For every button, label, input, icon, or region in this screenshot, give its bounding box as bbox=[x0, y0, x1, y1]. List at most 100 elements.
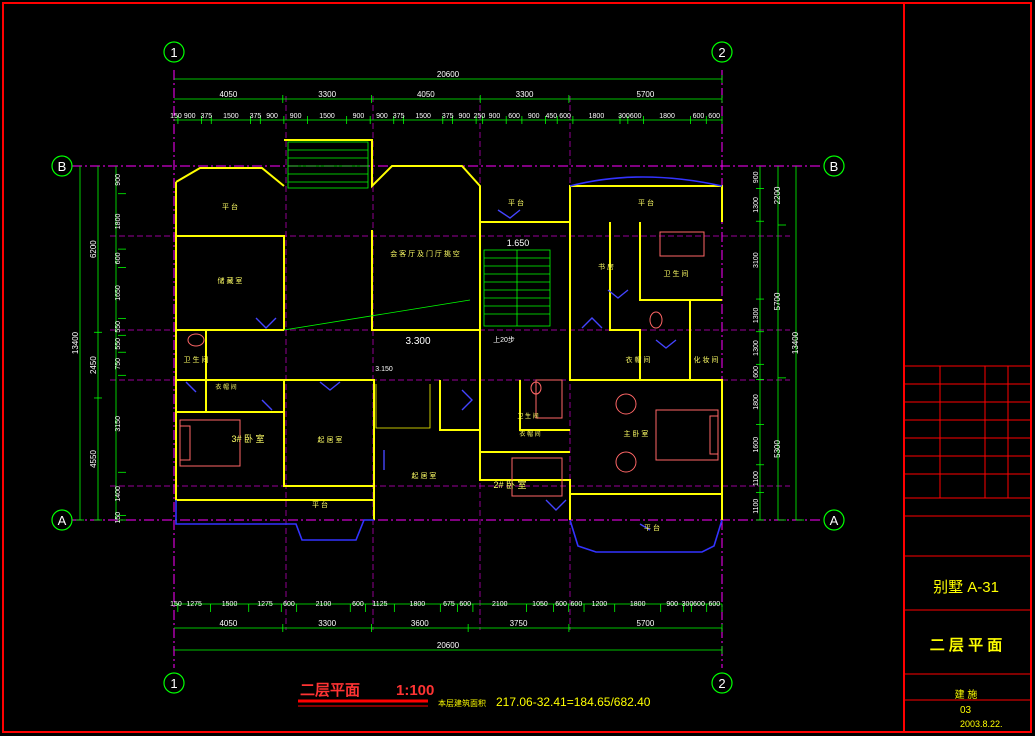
dim-label-bottom-row2-12: 1050 bbox=[532, 601, 548, 608]
dim-label-left-row2-2: 600 bbox=[115, 252, 122, 264]
axis-label-B-right: B bbox=[830, 159, 839, 174]
level-main: 3.300 bbox=[405, 336, 430, 347]
dim-label-top-row1-3: 3300 bbox=[516, 90, 534, 99]
dim-label-right-row2-4: 1300 bbox=[753, 340, 760, 356]
dim-label-top-row2-4: 375 bbox=[250, 113, 262, 120]
axis-label-B-left: B bbox=[58, 159, 67, 174]
dim-label-bottom-row2-18: 300 bbox=[682, 601, 694, 608]
dim-label-right-row2-9: 1100 bbox=[753, 499, 760, 514]
drawing-date: 2003.8.22. bbox=[960, 719, 1003, 729]
axis-circle-A-left bbox=[51, 509, 73, 531]
room-bedroom3: 3# 卧 室 bbox=[231, 433, 264, 444]
room-master: 主 卧 室 bbox=[624, 429, 649, 438]
dim-label-bottom-row2-3: 1275 bbox=[257, 601, 273, 608]
level-lower: 3.150 bbox=[375, 366, 393, 373]
dim-label-bottom-row2-8: 1800 bbox=[410, 601, 426, 608]
room-cloak-left: 衣 帽 间 bbox=[215, 383, 236, 391]
axis-label-A-right: A bbox=[830, 513, 839, 528]
dimension-lines bbox=[79, 78, 797, 651]
dim-label-right-row1-1: 5700 bbox=[773, 292, 782, 310]
doors bbox=[185, 209, 677, 531]
axis-label-1-top: 1 bbox=[170, 45, 177, 60]
dim-label-left-row2-7: 3150 bbox=[115, 416, 122, 432]
dim-label-left-row2-3: 1650 bbox=[115, 285, 122, 301]
room-terrace-2: 平 台 bbox=[312, 500, 328, 509]
dim-label-bottom-row2-2: 1500 bbox=[222, 601, 238, 608]
stair bbox=[283, 141, 551, 429]
dim-label-right-row2-2: 3100 bbox=[753, 252, 760, 268]
axis-label-2-top: 2 bbox=[718, 45, 725, 60]
dim-label-left-row2-6: 750 bbox=[115, 358, 122, 370]
dim-label-bottom-row2-9: 675 bbox=[443, 601, 455, 608]
room-study: 书 房 bbox=[598, 262, 614, 271]
area-label: 本层建筑面积 bbox=[438, 698, 486, 708]
dim-label-top-row2-24: 600 bbox=[693, 113, 705, 120]
dim-label-bottom-row2-5: 2100 bbox=[316, 601, 332, 608]
dim-label-right-row2-3: 1300 bbox=[753, 307, 760, 323]
dim-label-bottom-row2-20: 600 bbox=[708, 601, 720, 608]
dim-label-top-row2-14: 250 bbox=[474, 113, 486, 120]
internal-axes bbox=[110, 96, 790, 630]
room-terrace-4: 平 台 bbox=[638, 198, 654, 207]
dim-label-right-row2-6: 1800 bbox=[753, 394, 760, 410]
dim-label-left-row2-0: 900 bbox=[115, 174, 122, 186]
dim-label-bottom-row2-15: 1200 bbox=[592, 601, 608, 608]
room-wc-mid: 卫 生 间 bbox=[517, 412, 538, 420]
drawing-name: 二 层 平 面 bbox=[930, 637, 1003, 654]
drawing-scale: 1:100 bbox=[396, 682, 434, 699]
dim-label-right-row2-5: 600 bbox=[753, 366, 760, 378]
room-living-left: 起 居 室 bbox=[318, 435, 343, 444]
dim-label-top-total-0: 20600 bbox=[437, 70, 460, 79]
dim-label-bottom-row2-1: 1275 bbox=[186, 601, 202, 608]
dim-label-top-row2-0: 150 bbox=[170, 113, 182, 120]
dim-label-right-total-0: 13400 bbox=[791, 331, 800, 354]
drawing-number: 03 bbox=[960, 705, 972, 716]
axis-label-A-left: A bbox=[58, 513, 67, 528]
dim-label-left-row1-2: 4550 bbox=[89, 450, 98, 468]
dim-label-top-row2-16: 600 bbox=[508, 113, 520, 120]
dim-label-right-row2-7: 1600 bbox=[753, 437, 760, 453]
dim-label-bottom-total-0: 20600 bbox=[437, 641, 460, 650]
axis-label-2-bottom: 2 bbox=[718, 676, 725, 691]
dim-label-top-row2-3: 1500 bbox=[223, 113, 239, 120]
room-master-cloak: 衣 帽 间 bbox=[626, 355, 651, 364]
balconies bbox=[175, 176, 723, 553]
dim-label-bottom-row1-4: 5700 bbox=[637, 619, 655, 628]
drawing-stage: 建 施 bbox=[955, 688, 978, 701]
dim-label-right-row1-2: 5300 bbox=[773, 439, 782, 457]
dim-label-top-row2-10: 375 bbox=[393, 113, 405, 120]
room-living-mid: 起 居 室 bbox=[412, 471, 437, 480]
titleblock: 别墅 A-31 二 层 平 面 建 施 03 2003.8.22. bbox=[904, 365, 1031, 729]
furniture bbox=[179, 231, 719, 497]
dim-label-top-row2-12: 375 bbox=[442, 113, 454, 120]
dim-label-bottom-row2-16: 1800 bbox=[630, 601, 646, 608]
axis-circle-B-right bbox=[823, 155, 845, 177]
dim-label-top-row2-2: 375 bbox=[201, 113, 213, 120]
dim-label-right-row2-0: 900 bbox=[753, 171, 760, 183]
walls bbox=[175, 139, 723, 520]
dim-label-bottom-row2-4: 600 bbox=[283, 601, 295, 608]
dim-label-top-row2-7: 1500 bbox=[319, 113, 335, 120]
drawing-title: 二层平面 1:100 本层建筑面积 217.06-32.41=184.65/68… bbox=[298, 682, 651, 709]
room-terrace-1: 平 台 bbox=[222, 202, 238, 211]
dim-label-bottom-row2-19: 600 bbox=[693, 601, 705, 608]
room-dressing: 化 妆 间 bbox=[694, 355, 719, 364]
room-wc-left: 卫 生 间 bbox=[184, 355, 209, 364]
dim-label-top-row2-13: 900 bbox=[459, 113, 471, 120]
dim-label-bottom-row2-0: 150 bbox=[170, 601, 182, 608]
dim-label-top-row2-11: 1500 bbox=[415, 113, 431, 120]
dim-label-top-row2-25: 600 bbox=[708, 113, 720, 120]
dim-label-left-row1-1: 2450 bbox=[89, 356, 98, 374]
axis-markers: 1 2 1 2 B B A A bbox=[51, 41, 845, 694]
dim-label-left-total-0: 13400 bbox=[71, 331, 80, 354]
dim-label-top-row2-19: 600 bbox=[559, 113, 571, 120]
room-storage: 储 藏 室 bbox=[218, 276, 243, 285]
level-stair: 1.650 bbox=[507, 238, 530, 248]
dim-label-top-row2-17: 900 bbox=[528, 113, 540, 120]
dim-label-top-row2-15: 900 bbox=[489, 113, 501, 120]
dim-label-top-row2-5: 900 bbox=[266, 113, 278, 120]
dim-label-top-row1-2: 4050 bbox=[417, 90, 435, 99]
